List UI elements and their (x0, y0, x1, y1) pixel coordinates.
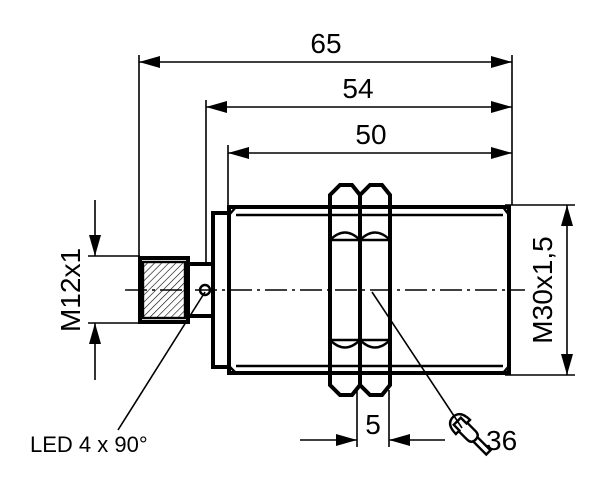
leader-lines (117, 291, 463, 431)
wrench-size-label: 36 (486, 425, 517, 456)
dimension-50-label: 50 (355, 119, 386, 150)
extension-lines (88, 55, 575, 447)
dimension-54-label: 54 (342, 73, 373, 104)
dimension-nut-width: 5 (300, 409, 445, 446)
led-label: LED 4 x 90° (30, 432, 148, 457)
hex-nuts (328, 183, 392, 397)
wrench-size: 36 (448, 412, 517, 457)
wrench-icon (448, 412, 493, 457)
dimension-65-label: 65 (310, 28, 341, 59)
dimension-m30-label: M30x1,5 (527, 236, 558, 343)
dimension-m30: M30x1,5 (527, 205, 573, 375)
dimension-m12: M12x1 (55, 200, 101, 380)
dimension-5-label: 5 (365, 409, 381, 440)
dimension-65: 65 (139, 28, 512, 68)
dimension-54: 54 (206, 73, 512, 113)
dimension-m12-label: M12x1 (55, 248, 86, 332)
hex-nut-2 (358, 183, 392, 397)
dimension-50: 50 (228, 119, 512, 159)
sensor-body (138, 205, 511, 375)
